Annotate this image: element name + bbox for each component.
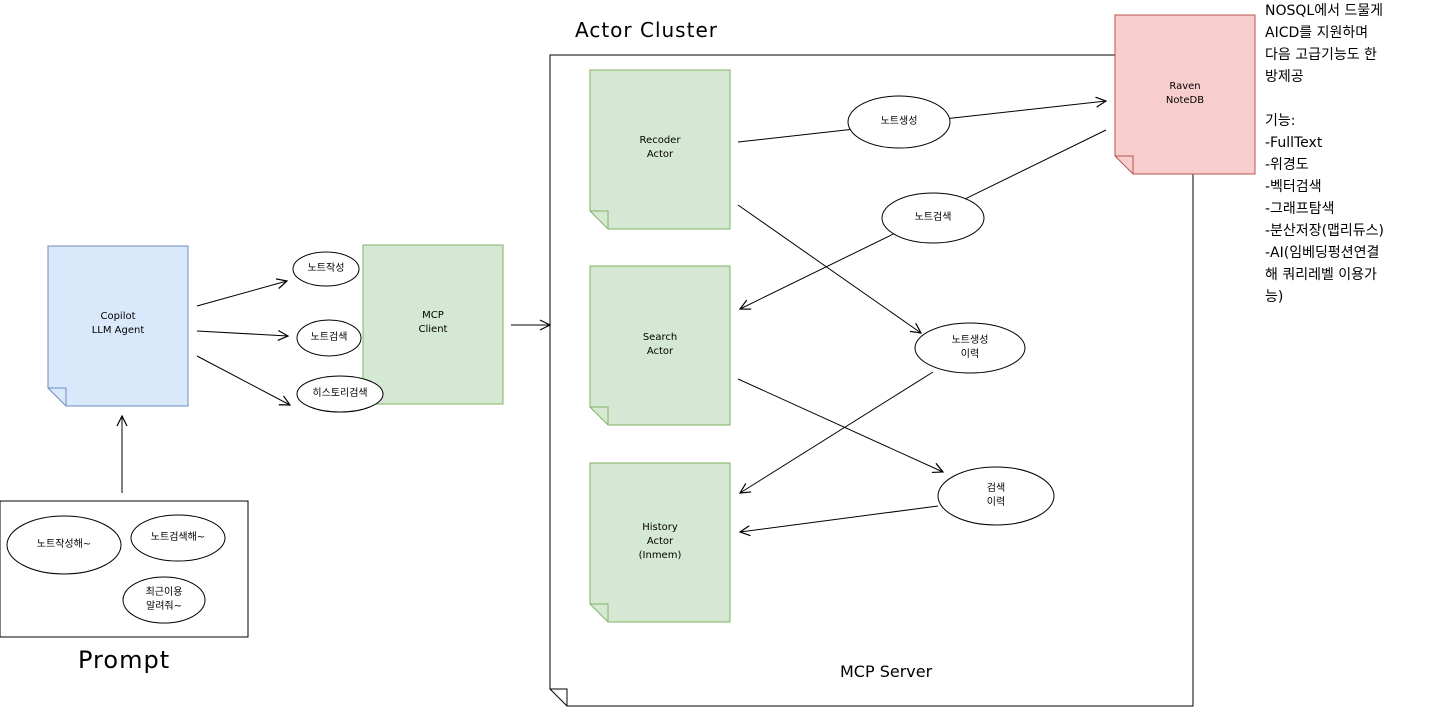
oval-note-create-history[interactable] xyxy=(914,322,1026,374)
oval-note-search[interactable] xyxy=(296,319,362,357)
oval-prompt-2[interactable] xyxy=(130,514,226,562)
mcp-client-label: MCP Client xyxy=(418,310,448,335)
oval-search-history[interactable] xyxy=(937,466,1055,526)
arrow-search-to-search-history xyxy=(737,378,943,472)
oval-note-search-label: 노트검색 xyxy=(310,332,348,343)
raven-notedb-doc[interactable] xyxy=(1114,14,1256,175)
history-actor-doc[interactable] xyxy=(589,462,731,623)
copilot-label: Copilot LLM Agent xyxy=(91,311,145,336)
server-label: MCP Server xyxy=(840,662,933,681)
oval-note-create[interactable] xyxy=(847,95,951,149)
oval-note-create-history-label: 노트생성 이력 xyxy=(951,335,989,360)
arrow-search-history-to-history xyxy=(740,505,939,532)
recoder-actor-label: Recoder Actor xyxy=(639,135,681,160)
history-actor-label: History Actor (Inmem) xyxy=(638,522,682,561)
arrow-create-history-to-history xyxy=(740,371,934,493)
oval-history-search-label: 히스토리검색 xyxy=(312,388,368,399)
cluster-title: Actor Cluster xyxy=(575,18,718,42)
prompt-1-label: 노트작성해~ xyxy=(36,539,92,550)
oval-note-search-2[interactable] xyxy=(881,192,985,244)
arrow-copilot-to-history-search xyxy=(196,355,290,405)
oval-history-search[interactable] xyxy=(296,375,384,413)
side-note: NOSQL에서 드물게 AICD를 지원하며 다음 고급기능도 한 방제공 기능… xyxy=(1265,3,1385,305)
recoder-actor-doc[interactable] xyxy=(589,69,731,230)
mcp-client-box[interactable] xyxy=(362,244,504,405)
arrow-copilot-to-note-search xyxy=(196,331,288,336)
oval-note-write[interactable] xyxy=(292,251,360,287)
oval-note-write-label: 노트작성 xyxy=(307,263,345,274)
prompt-2-label: 노트검색해~ xyxy=(150,532,206,543)
search-actor-label: Search Actor xyxy=(642,332,678,357)
oval-search-history-label: 검색 이력 xyxy=(986,483,1006,508)
oval-note-search-2-label: 노트검색 xyxy=(914,212,952,223)
arrow-recoder-to-create-history xyxy=(737,204,921,333)
search-actor-doc[interactable] xyxy=(589,265,731,426)
prompt-3-label: 최근이용 알려줘~ xyxy=(145,587,183,612)
arrow-copilot-to-note-write xyxy=(196,281,287,307)
oval-note-create-label: 노트생성 xyxy=(880,116,918,127)
oval-prompt-1[interactable] xyxy=(6,515,122,575)
db-label: Raven NoteDB xyxy=(1165,81,1205,106)
prompt-title: Prompt xyxy=(78,646,171,674)
oval-prompt-3[interactable] xyxy=(122,576,206,624)
copilot-agent-doc[interactable] xyxy=(47,245,189,407)
